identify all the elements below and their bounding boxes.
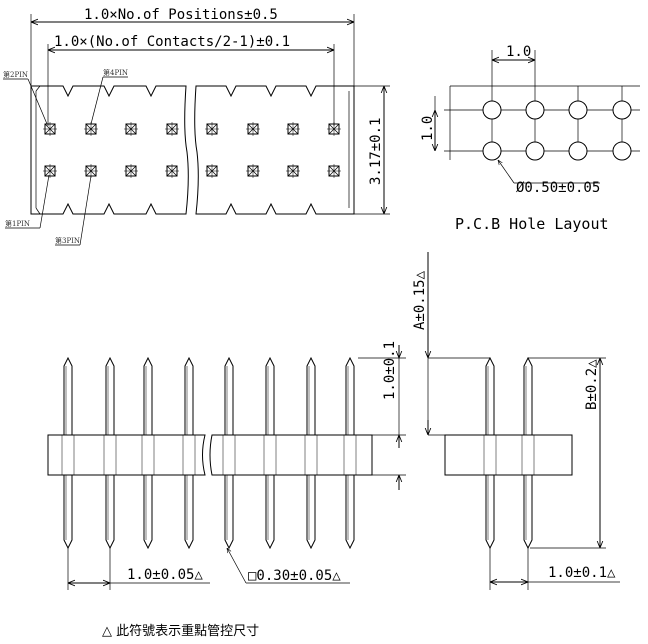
top-pin [84, 122, 98, 136]
pcb-title: P.C.B Hole Layout [455, 215, 609, 233]
top-pin [246, 164, 260, 178]
dim-contacts: 1.0×(No.of Contacts/2-1)±0.1 [54, 34, 290, 50]
top-body-right [194, 85, 355, 215]
top-pin [205, 164, 219, 178]
dim-a: A±0.15△ [412, 270, 428, 330]
front-housing-right [209, 434, 373, 476]
pcb-hole [482, 100, 502, 120]
top-view: 1.0×No.of Positions±0.5 1.0×(No.of Conta… [3, 7, 390, 246]
pin [103, 356, 117, 550]
side-view: A±0.15△ B±0.2△ 1.0±0.1△ [412, 252, 620, 590]
pcb-holes [482, 100, 632, 161]
dim-upper: 1.0±0.1 [382, 341, 398, 400]
side-pins [483, 356, 535, 550]
note-text: △ 此符號表示重點管控尺寸 [102, 623, 259, 639]
top-pin [124, 122, 138, 136]
pin [483, 356, 497, 550]
top-pin [286, 122, 300, 136]
dim-side-pitch: 1.0±0.1△ [548, 565, 616, 581]
pin [304, 356, 318, 550]
top-pin [43, 164, 57, 178]
dim-b: B±0.2△ [584, 359, 600, 410]
dim-pin-square: □0.30±0.05△ [248, 568, 341, 584]
pcb-hole [568, 100, 588, 120]
dim-hole: Ø0.50±0.05 [516, 180, 600, 196]
pcb-hole [568, 141, 588, 161]
pcb-hole [482, 141, 502, 161]
pcb-hole [525, 141, 545, 161]
dim-pitch-h: 1.0 [506, 44, 531, 60]
label-pin1: 第1PIN [5, 219, 30, 228]
top-body-left [30, 85, 189, 215]
label-pin2: 第2PIN [3, 70, 28, 79]
pin [521, 356, 535, 550]
pin [61, 356, 75, 550]
pin [182, 356, 196, 550]
dim-height: 3.17±0.1 [368, 118, 384, 185]
pin [343, 356, 357, 550]
top-pin [124, 164, 138, 178]
front-pins [61, 356, 357, 550]
pin [222, 356, 236, 550]
label-pin4: 第4PIN [103, 68, 128, 77]
pcb-hole [612, 100, 632, 120]
pcb-layout: 1.0 1.0 Ø0.50±0.05 P.C.B Hole Layout [420, 44, 640, 233]
label-pin3: 第3PIN [55, 236, 80, 245]
top-pins [43, 122, 341, 178]
front-view: 1.0±0.1 1.0±0.05△ □0.30±0.05△ [47, 341, 406, 590]
pcb-hole [525, 100, 545, 120]
top-pin [205, 122, 219, 136]
front-housing-left [47, 434, 206, 476]
pin [263, 356, 277, 550]
top-pin [327, 164, 341, 178]
top-pin [327, 122, 341, 136]
top-pin [84, 164, 98, 178]
top-pin [165, 164, 179, 178]
pin [141, 356, 155, 550]
dim-pitch-v: 1.0 [420, 116, 436, 141]
top-pin [165, 122, 179, 136]
top-pin [43, 122, 57, 136]
side-housing [444, 434, 573, 476]
top-pin [286, 164, 300, 178]
top-pin [246, 122, 260, 136]
dim-front-pitch: 1.0±0.05△ [127, 567, 203, 583]
pcb-hole [612, 141, 632, 161]
dim-positions: 1.0×No.of Positions±0.5 [84, 7, 278, 23]
